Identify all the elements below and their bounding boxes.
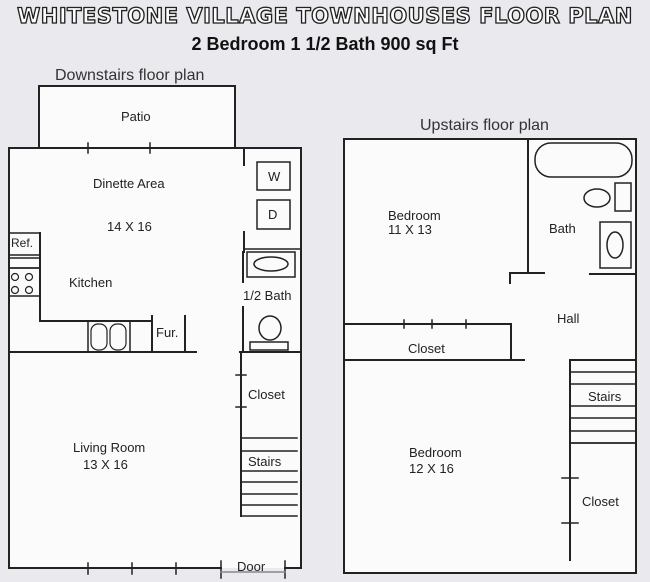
downstairs-label: Downstairs floor plan [55,67,205,84]
refrigerator-label: Ref. [11,236,34,250]
living-room-label: Living Room [73,440,146,455]
downstairs-outer-wall [8,147,302,569]
bath-label: Bath [549,221,576,236]
upstairs-closet2-label: Closet [582,494,619,509]
upstairs-stairs-label: Stairs [588,389,622,404]
dryer-label: D [268,207,278,222]
front-door-label: Door [237,559,266,574]
page-title: WHITESTONE VILLAGE TOWNHOUSES FLOOR PLAN [16,3,633,28]
washer-label: W [268,169,281,184]
kitchen-label: Kitchen [69,275,113,290]
upstairs-outer-wall [343,138,637,574]
dinette-size: 14 X 16 [107,219,152,234]
living-room-size: 13 X 16 [83,457,128,472]
downstairs-closet-label: Closet [248,387,285,402]
furnace-label: Fur. [156,325,179,340]
patio-walls [38,85,236,149]
upstairs-label: Upstairs floor plan [420,117,549,134]
hall-label: Hall [557,311,580,326]
upstairs-closet1-label: Closet [408,341,445,356]
page-subtitle: 2 Bedroom 1 1/2 Bath 900 sq Ft [191,34,459,54]
bedroom2-label: Bedroom [409,445,462,460]
half-bath-label: 1/2 Bath [243,288,292,303]
dinette-label: Dinette Area [93,176,165,191]
bedroom1-label: Bedroom [388,208,441,223]
bedroom2-size: 12 X 16 [409,461,454,476]
patio-label: Patio [121,109,151,124]
downstairs-stairs-label: Stairs [248,454,282,469]
bedroom1-size: 11 X 13 [388,222,432,237]
